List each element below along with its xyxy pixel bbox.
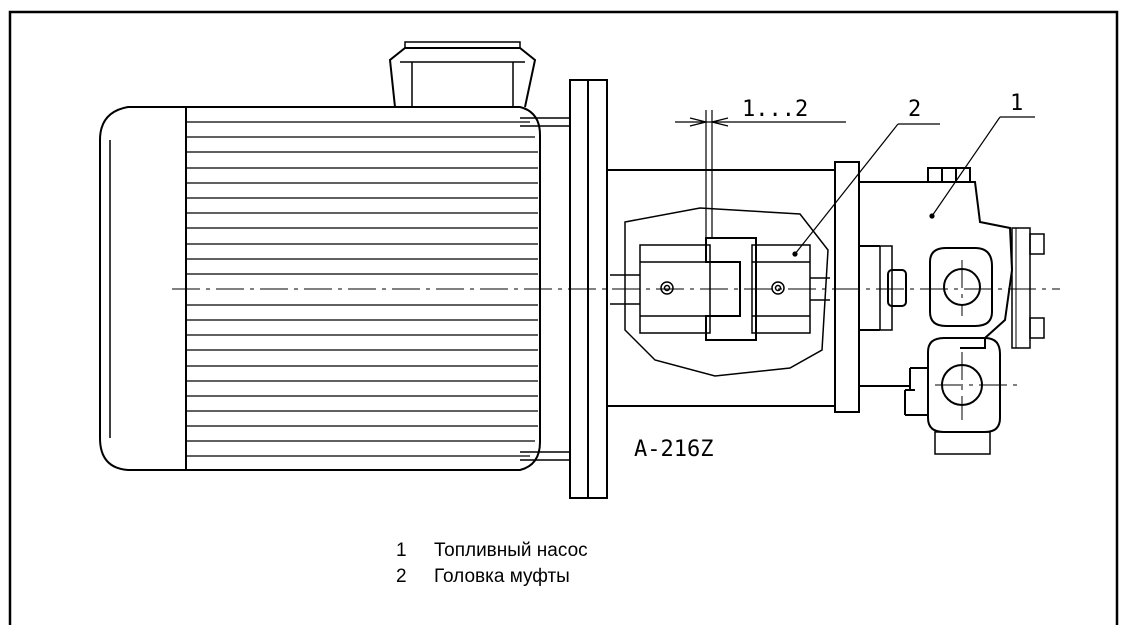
legend-text: Топливный насос bbox=[434, 540, 588, 561]
frame-border bbox=[8, 10, 1119, 625]
legend-number: 2 bbox=[396, 566, 407, 587]
bell-housing bbox=[607, 169, 835, 407]
legend-number: 1 bbox=[396, 540, 407, 561]
callout-fuel-pump: 1 bbox=[1010, 91, 1023, 116]
legend-item: 1 Топливный насос bbox=[396, 538, 588, 564]
gap-dimension-label: 1...2 bbox=[742, 97, 808, 122]
legend: 1 Топливный насос 2 Головка муфты bbox=[396, 538, 588, 590]
drawing-code: A-216Z bbox=[634, 437, 713, 462]
electric-motor bbox=[99, 41, 570, 471]
callout-coupling-head: 2 bbox=[908, 97, 921, 122]
legend-item: 2 Головка муфты bbox=[396, 564, 588, 590]
gap-dimension bbox=[675, 110, 846, 238]
leader-lines bbox=[792, 116, 1035, 257]
centerlines bbox=[172, 260, 1060, 420]
legend-text: Головка муфты bbox=[434, 566, 570, 587]
motor-cooling-fins bbox=[186, 121, 538, 457]
